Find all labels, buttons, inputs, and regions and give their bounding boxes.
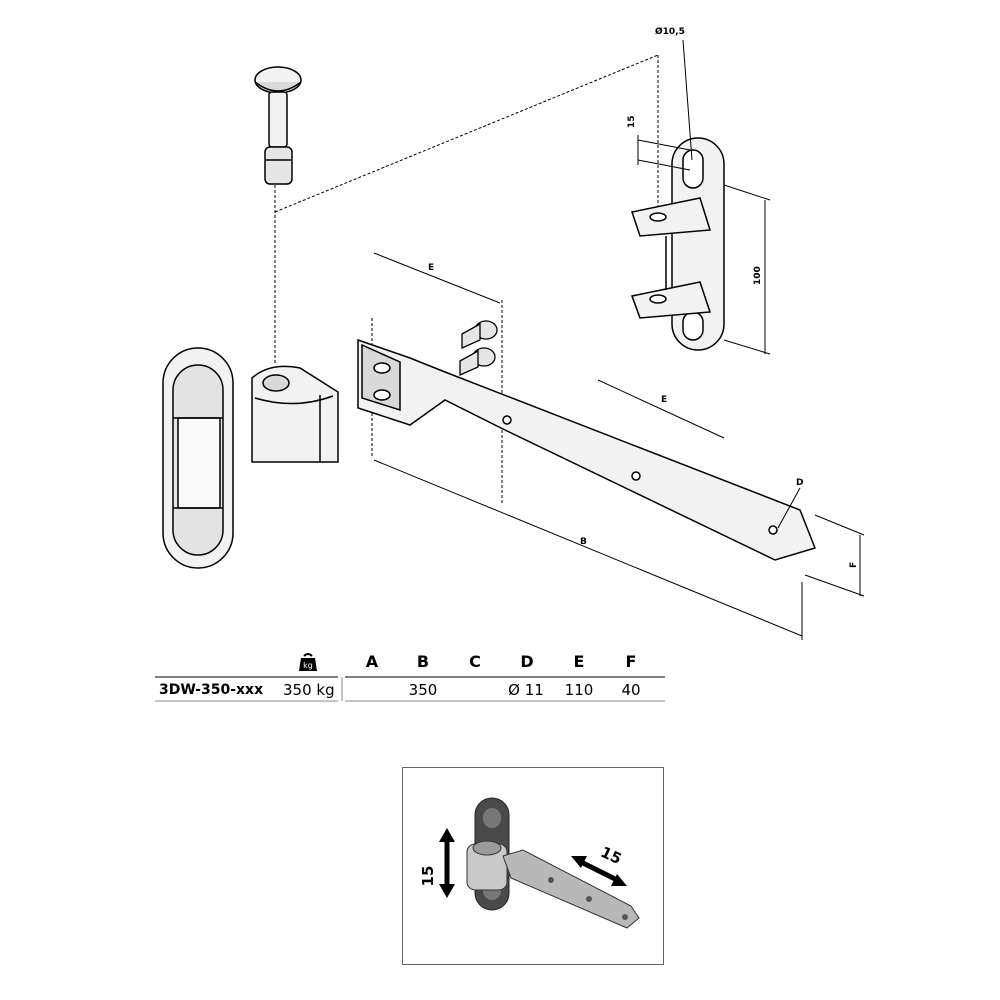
hinge-knuckle [251, 365, 339, 463]
bolt [254, 66, 302, 185]
model-number: 3DW-350-xxx [159, 682, 264, 698]
col-header-d: D [520, 652, 534, 671]
dim-e-top: E [428, 263, 434, 273]
spec-table: kg A B C D E F 3DW-350-xxx 350 kg 350 Ø … [155, 652, 665, 704]
dim-hole-diameter: Ø10,5 [655, 26, 685, 37]
adjustment-inset: 15 15 [402, 767, 664, 965]
exploded-hinge-drawing: E E B D F Ø10,5 15 100 [162, 26, 865, 640]
col-header-f: F [625, 652, 637, 671]
inset-strap [502, 849, 640, 929]
dim-d: D [796, 478, 803, 488]
inset-vertical-label: 15 [419, 866, 437, 887]
col-header-a: A [365, 652, 379, 671]
wall-bracket [630, 137, 725, 351]
horizontal-arrow-icon [571, 856, 627, 886]
col-header-b: B [416, 652, 430, 671]
cell-f: 40 [621, 681, 641, 699]
dim-height-100: 100 [753, 266, 763, 285]
cover-cap [162, 347, 234, 569]
adjustment-illustration: 15 15 [419, 797, 640, 929]
svg-text:kg: kg [303, 661, 313, 670]
load-capacity: 350 kg [283, 681, 335, 699]
dimension-lines [373, 39, 865, 640]
screws [459, 320, 498, 377]
hinge-strap [357, 338, 816, 561]
col-header-e: E [573, 652, 585, 671]
cell-e: 110 [564, 681, 594, 699]
table-rules [155, 676, 665, 702]
dim-slot-15: 15 [627, 115, 637, 128]
inset-horizontal-label: 15 [598, 843, 625, 868]
dim-f: F [849, 562, 859, 568]
cell-b: 350 [408, 681, 438, 699]
dim-b: B [580, 537, 587, 547]
weight-kg-icon: kg [299, 653, 317, 671]
vertical-arrow-icon [439, 828, 455, 898]
cell-d: Ø 11 [508, 681, 544, 699]
dim-e-right: E [661, 395, 667, 405]
col-header-c: C [469, 652, 481, 671]
